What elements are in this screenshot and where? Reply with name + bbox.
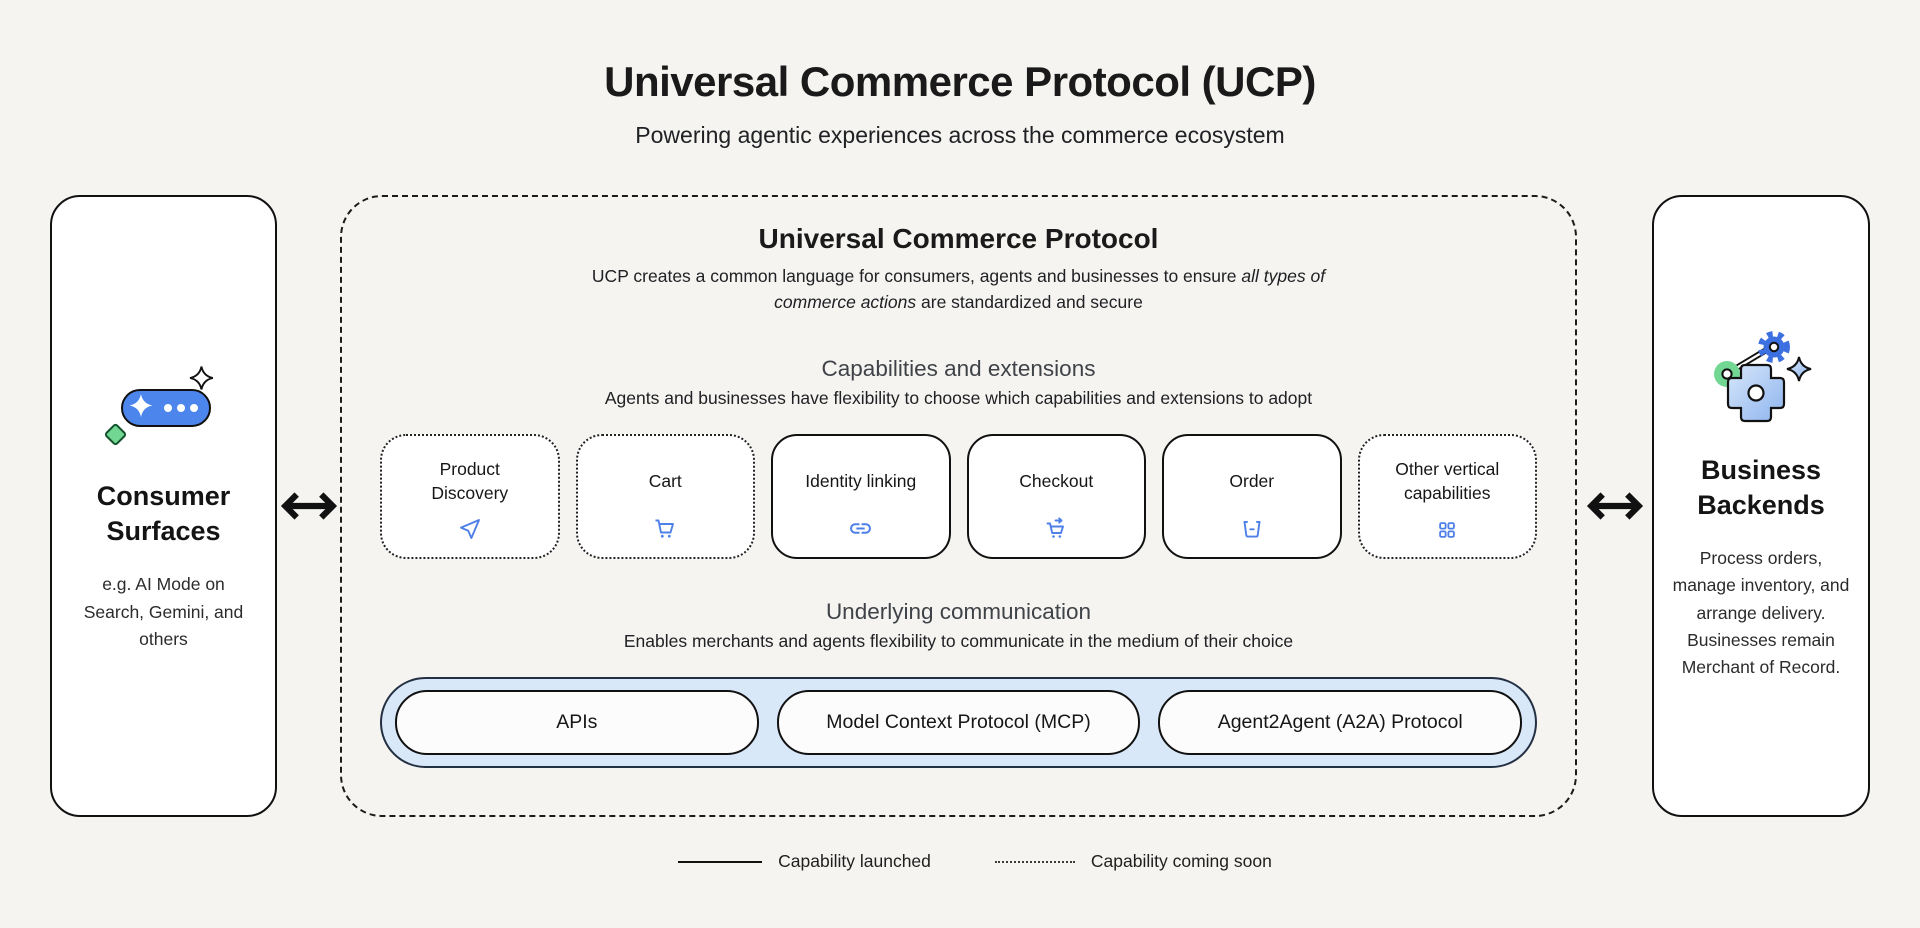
ucp-description-italic: all types of commerce actions (774, 266, 1326, 313)
capability-cart: Cart (575, 433, 755, 559)
page-title: Universal Commerce Protocol (UCP) (604, 58, 1316, 105)
cart-checkout-icon (1044, 515, 1068, 541)
main-row: Consumer Surfaces e.g. AI Mode on Search… (0, 195, 1920, 817)
consumer-surfaces-card: Consumer Surfaces e.g. AI Mode on Search… (50, 195, 277, 817)
comm-pill-apis: APIs (395, 689, 759, 755)
legend-item-launched: Capability launched (678, 851, 931, 872)
capability-label: Order (1229, 471, 1275, 492)
capability-other-vertical: Other vertical capabilities (1357, 433, 1537, 559)
solid-line-swatch (678, 860, 763, 863)
capability-label: Identity linking (805, 471, 917, 492)
legend: Capability launched Capability coming so… (30, 851, 1920, 872)
dotted-line-swatch (994, 860, 1075, 863)
ucp-description-suffix: are standardized and secure (916, 292, 1143, 313)
left-double-arrow-icon (277, 195, 340, 817)
communication-section-subtitle: Enables merchants and agents flexibility… (623, 630, 1294, 651)
capability-checkout: Checkout (966, 433, 1146, 559)
legend-item-coming-soon: Capability coming soon (994, 851, 1272, 872)
capability-label: Checkout (1019, 471, 1094, 492)
capability-product-discovery: Product Discovery (380, 433, 560, 559)
capability-identity-linking: Identity linking (771, 433, 951, 559)
capability-order: Order (1162, 433, 1342, 559)
comm-pill-a2a: Agent2Agent (A2A) Protocol (1158, 689, 1523, 755)
business-backends-caption: Process orders, manage inventory, and ar… (1672, 548, 1850, 677)
legend-launched-label: Capability launched (778, 851, 931, 871)
business-backends-card: Business Backends Process orders, manage… (1652, 195, 1870, 817)
ucp-box: Universal Commerce Protocol UCP creates … (340, 195, 1577, 817)
gears-icon (1706, 331, 1816, 427)
capabilities-section-subtitle: Agents and businesses have flexibility t… (604, 387, 1313, 408)
shopping-cart-icon (653, 515, 677, 541)
consumer-surfaces-title: Consumer Surfaces (96, 481, 231, 547)
communication-container: APIs Model Context Protocol (MCP) Agent2… (380, 676, 1537, 768)
consumer-surfaces-caption: e.g. AI Mode on Search, Gemini, and othe… (83, 574, 244, 649)
order-basket-icon (1240, 515, 1264, 541)
header: Universal Commerce Protocol (UCP) Poweri… (0, 0, 1920, 149)
capability-label: Other vertical capabilities (1395, 459, 1500, 503)
send-icon (458, 515, 482, 541)
ucp-description-prefix: UCP creates a common language for consum… (591, 266, 1242, 286)
capabilities-section-title: Capabilities and extensions (821, 355, 1096, 381)
comm-pill-mcp: Model Context Protocol (MCP) (776, 689, 1141, 755)
communication-section-title: Underlying communication (825, 598, 1092, 624)
capabilities-row: Product Discovery Cart (380, 433, 1537, 559)
right-double-arrow-icon (1577, 195, 1652, 817)
business-backends-title: Business Backends (1697, 455, 1825, 521)
page-subtitle: Powering agentic experiences across the … (635, 122, 1285, 148)
capability-label: Cart (648, 471, 682, 492)
grid-icon (1436, 515, 1458, 541)
ai-chat-pill-icon (102, 359, 226, 453)
legend-coming-soon-label: Capability coming soon (1090, 851, 1272, 871)
ucp-title: Universal Commerce Protocol (758, 223, 1159, 254)
ucp-description: UCP creates a common language for consum… (559, 263, 1359, 316)
link-icon (848, 515, 873, 541)
capability-label: Product Discovery (431, 459, 509, 503)
